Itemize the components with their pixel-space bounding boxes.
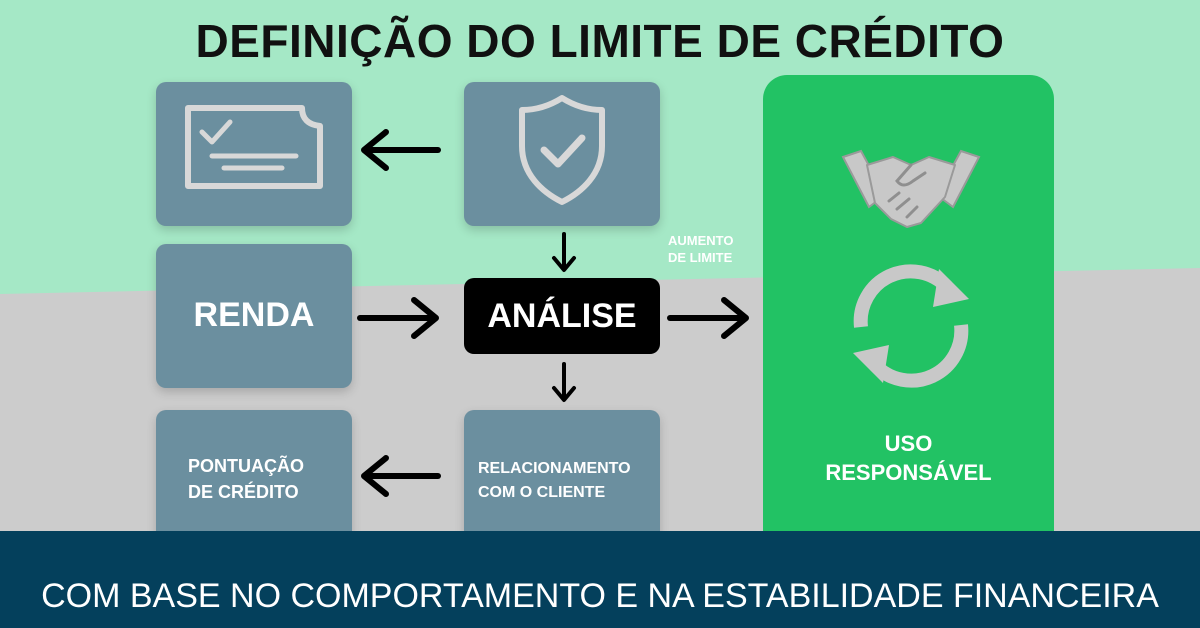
shield-check-icon: [516, 94, 608, 206]
document-box: [156, 82, 352, 226]
relacionamento-box: RELACIONAMENTO COM O CLIENTE: [464, 410, 660, 554]
handshake-icon: [841, 135, 981, 235]
arrow-right-analise: [667, 297, 749, 339]
footer-bar: [0, 531, 1200, 628]
relacionamento-label-line2: COM O CLIENTE: [478, 484, 606, 501]
uso-responsavel-panel: USO RESPONSÁVEL: [763, 75, 1054, 560]
arrow-left-bottom: [361, 455, 441, 497]
relacionamento-label-line1: RELACIONAMENTO: [478, 460, 631, 477]
arrow-down-analise: [552, 362, 576, 402]
arrow-left-top: [361, 129, 441, 171]
renda-label: RENDA: [193, 296, 315, 334]
uso-responsavel-line2: RESPONSÁVEL: [825, 460, 992, 485]
document-check-icon: [184, 104, 326, 190]
analise-box: ANÁLISE: [464, 278, 660, 354]
uso-responsavel-line1: USO: [884, 431, 933, 456]
shield-box: [464, 82, 660, 226]
aumento-limite-line1: AUMENTO: [668, 233, 734, 248]
arrow-right-renda: [357, 297, 439, 339]
pontuacao-label-line1: PONTUAÇÃO: [188, 456, 304, 476]
pontuacao-box: PONTUAÇÃO DE CRÉDITO: [156, 410, 352, 554]
arrow-down-shield: [552, 232, 576, 272]
uso-responsavel-label: USO RESPONSÁVEL: [763, 429, 1054, 487]
footer-text: COM BASE NO COMPORTAMENTO E NA ESTABILID…: [41, 577, 1159, 615]
refresh-cycle-icon: [843, 255, 979, 395]
renda-box: RENDA: [156, 244, 352, 388]
aumento-limite-label: AUMENTO DE LIMITE: [668, 232, 733, 266]
aumento-limite-line2: DE LIMITE: [668, 250, 733, 265]
pontuacao-label-line2: DE CRÉDITO: [188, 482, 299, 502]
page-title: DEFINIÇÃO DO LIMITE DE CRÉDITO: [195, 15, 1005, 67]
